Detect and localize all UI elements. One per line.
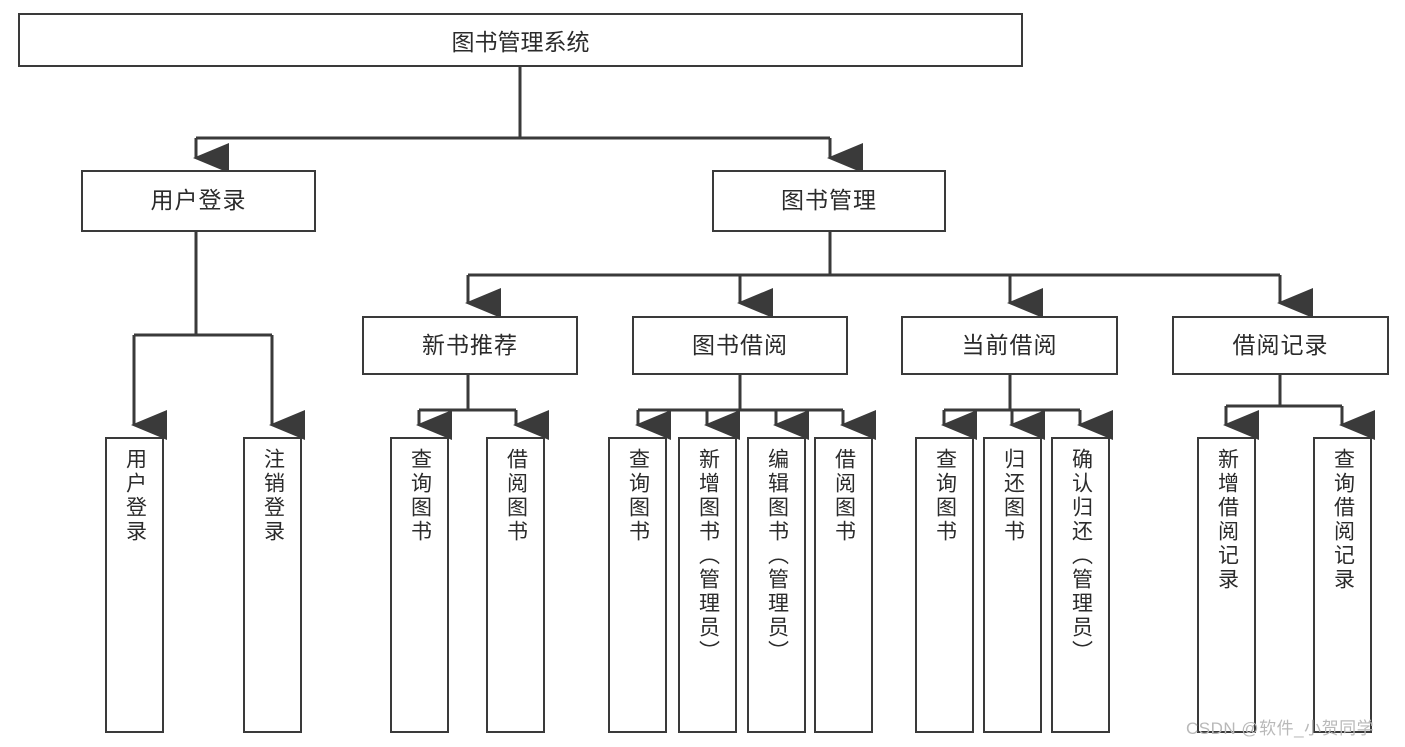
node-current-borrow-label: 当前借阅: [961, 331, 1058, 358]
node-leaf-confirm-return[interactable]: 确认归还（管理员）: [1051, 437, 1110, 733]
node-current-borrow[interactable]: 当前借阅: [901, 316, 1118, 375]
node-leaf-query-record[interactable]: 查询借阅记录: [1313, 437, 1372, 733]
node-user-login[interactable]: 用户登录: [81, 170, 316, 232]
node-leaf-add-record[interactable]: 新增借阅记录: [1197, 437, 1256, 733]
node-leaf-query-book-1-label: 查询图书: [408, 448, 432, 544]
csdn-watermark: CSDN @软件_小贺同学: [1186, 719, 1375, 738]
node-leaf-logout-label: 注销登录: [261, 448, 285, 544]
node-book-borrow[interactable]: 图书借阅: [632, 316, 848, 375]
node-borrow-record-label: 借阅记录: [1232, 331, 1329, 358]
node-user-login-label: 用户登录: [150, 187, 247, 214]
node-leaf-add-book-label: 新增图书（管理员）: [696, 448, 720, 664]
node-leaf-borrow-book-1[interactable]: 借阅图书: [486, 437, 545, 733]
node-leaf-query-book-3-label: 查询图书: [933, 448, 957, 544]
node-leaf-query-book-2[interactable]: 查询图书: [608, 437, 667, 733]
node-borrow-record[interactable]: 借阅记录: [1172, 316, 1389, 375]
node-leaf-query-book-3[interactable]: 查询图书: [915, 437, 974, 733]
node-leaf-edit-book[interactable]: 编辑图书（管理员）: [747, 437, 806, 733]
node-leaf-logout[interactable]: 注销登录: [243, 437, 302, 733]
node-book-management-label: 图书管理: [781, 187, 877, 214]
node-leaf-return-book-label: 归还图书: [1001, 448, 1025, 544]
node-leaf-borrow-book-2-label: 借阅图书: [832, 448, 856, 544]
node-book-borrow-label: 图书借阅: [692, 331, 788, 358]
node-leaf-user-login[interactable]: 用户登录: [105, 437, 164, 733]
node-leaf-query-book-2-label: 查询图书: [626, 448, 650, 544]
node-leaf-confirm-return-label: 确认归还（管理员）: [1069, 448, 1093, 664]
node-leaf-add-record-label: 新增借阅记录: [1215, 448, 1239, 592]
node-leaf-add-book[interactable]: 新增图书（管理员）: [678, 437, 737, 733]
node-root[interactable]: 图书管理系统: [18, 13, 1023, 67]
node-leaf-borrow-book-1-label: 借阅图书: [504, 448, 528, 544]
node-leaf-borrow-book-2[interactable]: 借阅图书: [814, 437, 873, 733]
node-leaf-query-book-1[interactable]: 查询图书: [390, 437, 449, 733]
node-root-label: 图书管理系统: [451, 29, 590, 55]
node-leaf-return-book[interactable]: 归还图书: [983, 437, 1042, 733]
node-leaf-edit-book-label: 编辑图书（管理员）: [765, 448, 789, 664]
node-leaf-query-record-label: 查询借阅记录: [1331, 448, 1355, 592]
node-new-book-recommend[interactable]: 新书推荐: [362, 316, 578, 375]
node-leaf-user-login-label: 用户登录: [123, 448, 147, 544]
node-new-book-recommend-label: 新书推荐: [422, 331, 518, 358]
node-book-management[interactable]: 图书管理: [712, 170, 946, 232]
